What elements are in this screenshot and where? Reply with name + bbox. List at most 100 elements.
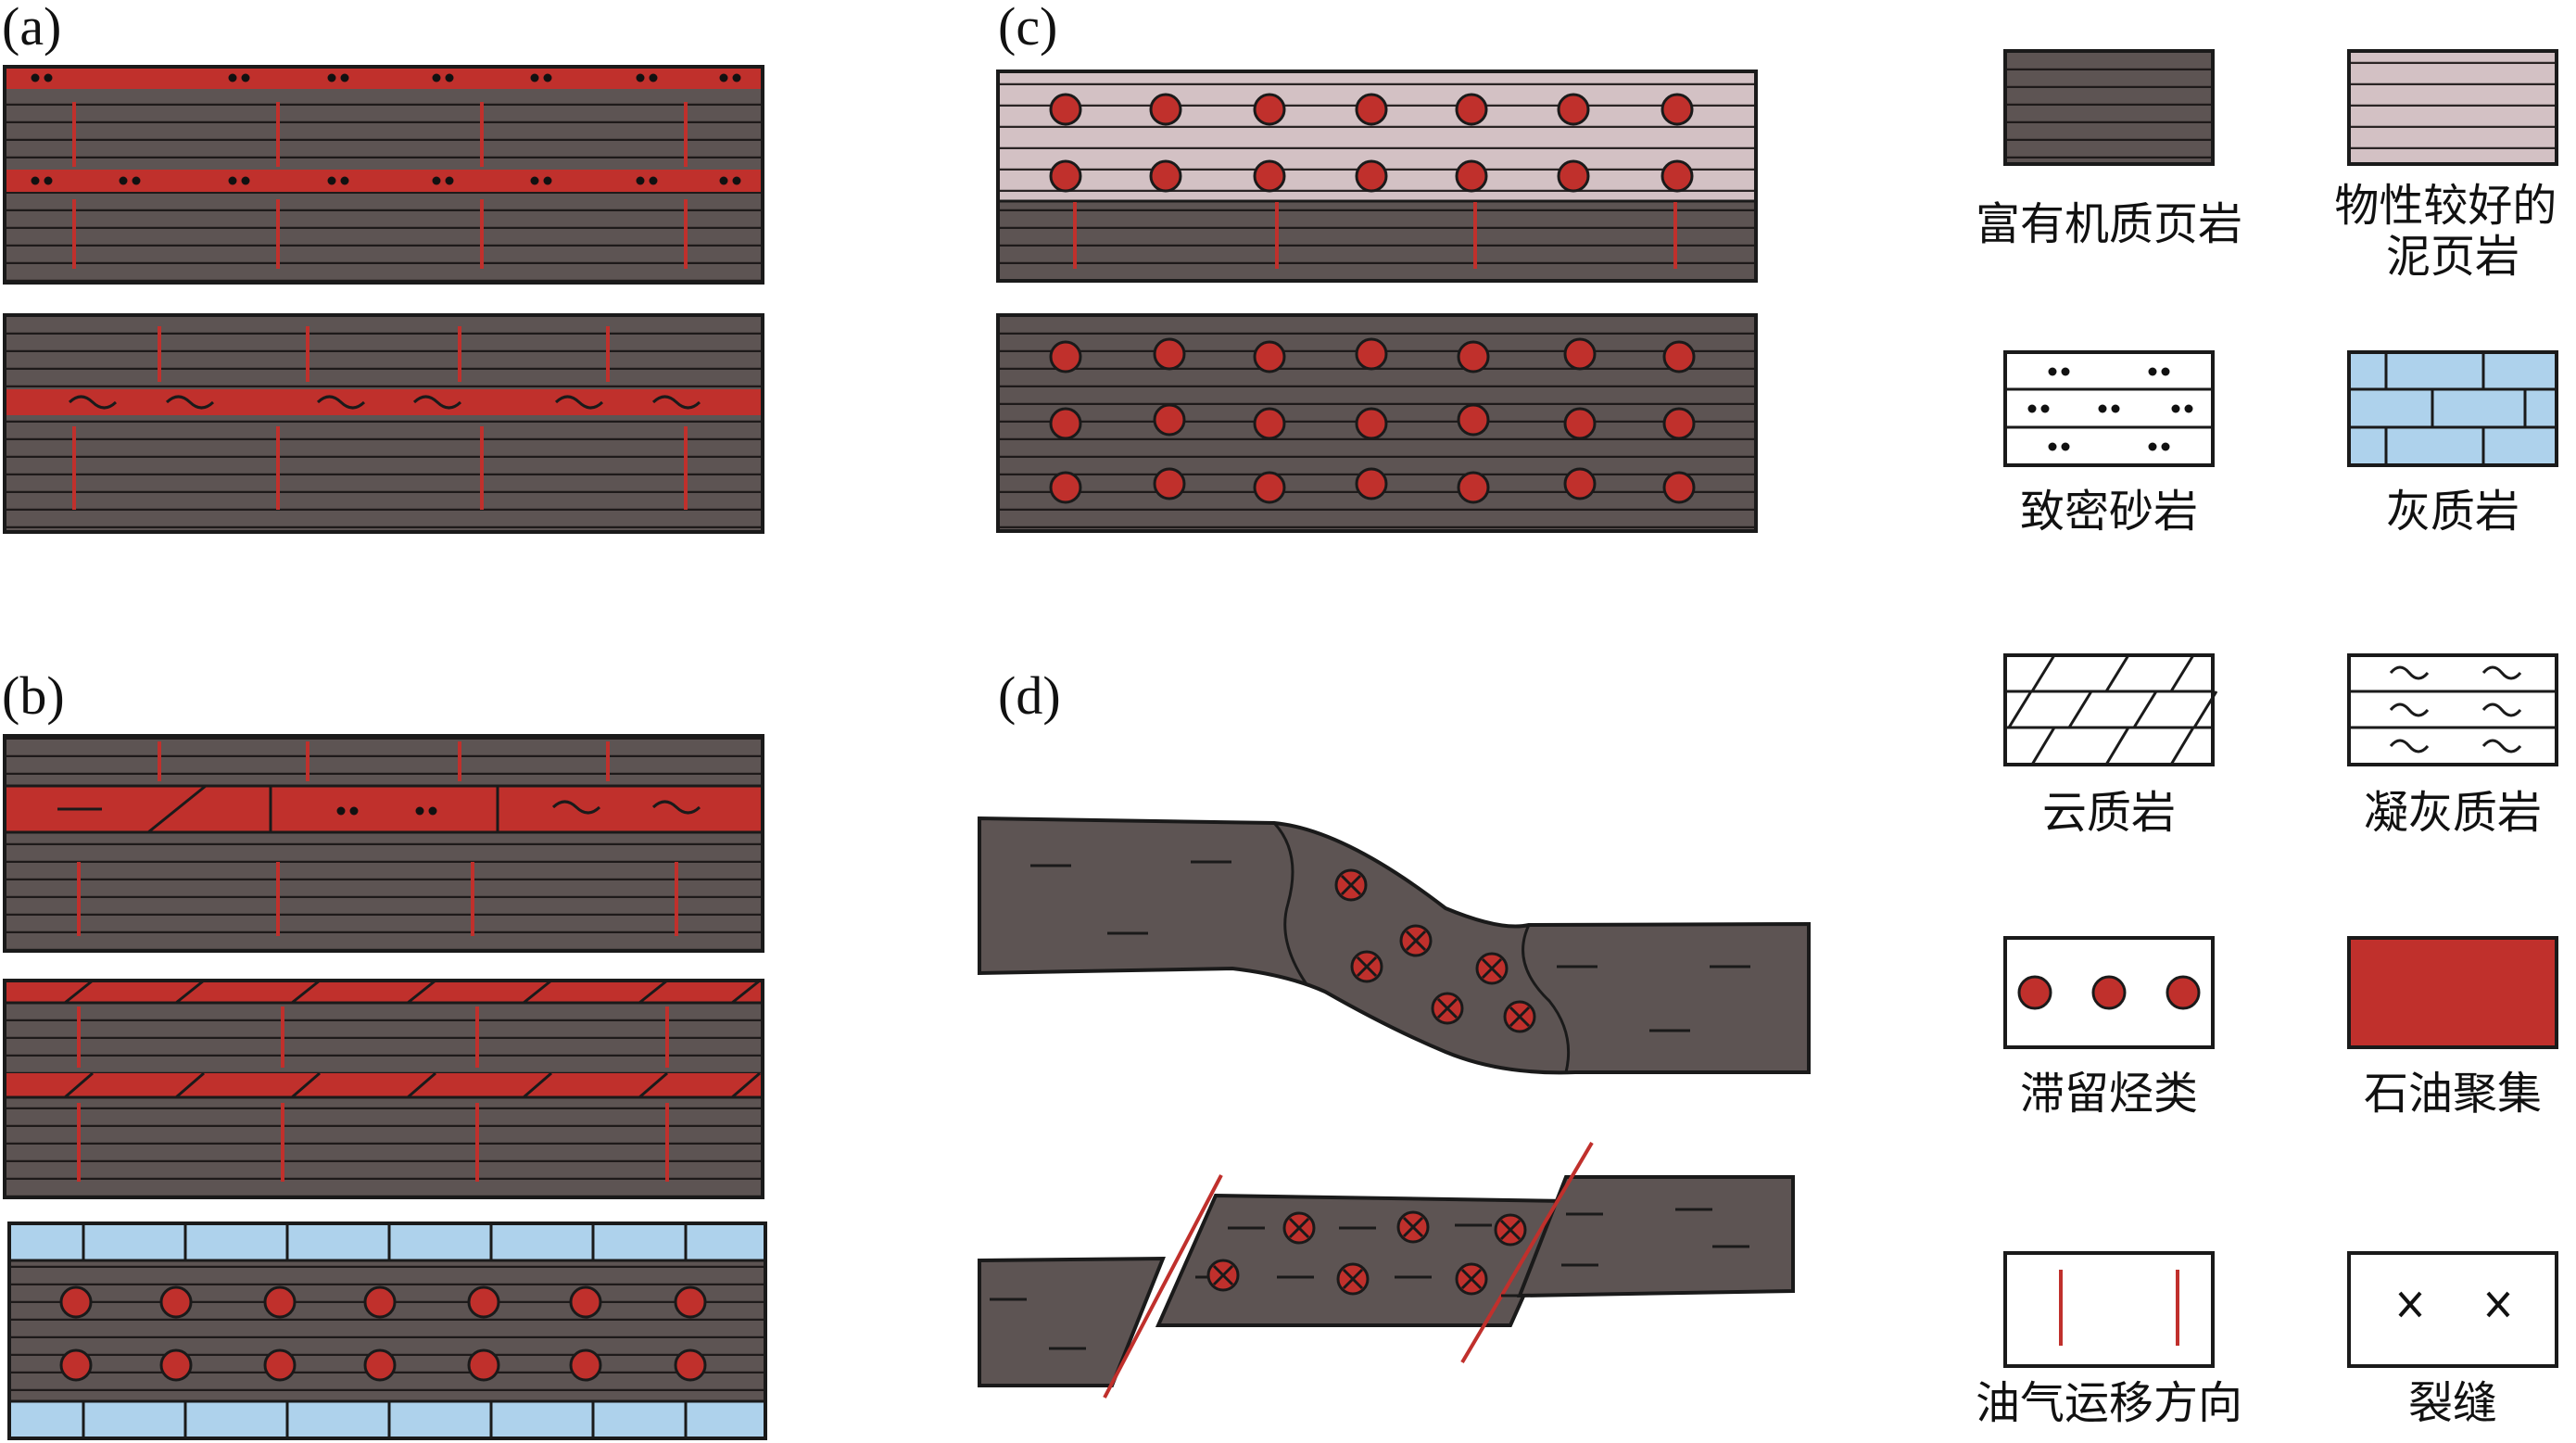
hydrocarbon-dot xyxy=(674,1348,707,1382)
hydrocarbon-dot xyxy=(1049,407,1082,440)
hydrocarbon-dot xyxy=(1563,337,1597,371)
dolomite-mark xyxy=(731,1071,761,1099)
sand-dot xyxy=(349,806,359,816)
tuff-mark xyxy=(412,395,462,410)
legend-label-dolomite: 云质岩 xyxy=(2042,787,2176,839)
fracture-hydrocarbon-mark xyxy=(1282,1211,1316,1245)
legend-item-fracture: 裂缝 xyxy=(2347,1251,2558,1429)
hydrocarbon-dot xyxy=(1355,159,1388,193)
legend-item-dolomite: 云质岩 xyxy=(2003,653,2218,839)
hydrocarbon-dot xyxy=(1253,407,1286,440)
hydrocarbon-dot xyxy=(363,1348,397,1382)
dolomite-mark xyxy=(64,1071,94,1099)
hydrocarbon-dot xyxy=(363,1285,397,1319)
hydrocarbon-dot xyxy=(467,1348,500,1382)
tuff-mark xyxy=(651,800,701,815)
sand-dot xyxy=(327,176,336,185)
hydrocarbon-dot xyxy=(1661,93,1694,126)
legend-label-fracture: 裂缝 xyxy=(2408,1377,2497,1429)
fracture-hydrocarbon-mark xyxy=(1399,924,1433,957)
hydrocarbon-dot xyxy=(263,1285,297,1319)
sand-dot xyxy=(530,73,539,82)
migration-lines xyxy=(77,1006,669,1182)
hydrocarbon-dot xyxy=(1153,337,1186,371)
tuff-mark xyxy=(2389,739,2430,753)
sand-dot xyxy=(415,806,424,816)
fracture-hydrocarbon-mark xyxy=(1206,1259,1240,1292)
hydrocarbon-dot xyxy=(674,1285,707,1319)
panel-c-block-bottom xyxy=(996,313,1758,533)
sand-dot xyxy=(2098,404,2107,413)
sand-dot xyxy=(530,176,539,185)
hydrocarbon-dot xyxy=(1049,159,1082,193)
dolomite-mark xyxy=(731,979,761,1005)
dolomite-mark xyxy=(638,979,668,1005)
legend-label-good-mudstone-line2: 泥页岩 xyxy=(2386,231,2519,283)
tuff-mark xyxy=(651,395,701,410)
dolomite-mark xyxy=(523,1071,552,1099)
tuff-mark xyxy=(551,800,601,815)
hydrocarbon-dot xyxy=(1049,340,1082,373)
tuff-mark xyxy=(2481,739,2522,753)
sand-dot xyxy=(2184,404,2193,413)
hydrocarbon-dot xyxy=(1457,471,1490,504)
dolomite-mark xyxy=(291,979,321,1005)
hydrocarbon-dot xyxy=(159,1285,193,1319)
legend-label-good-mudstone-line1: 物性较好的 xyxy=(2334,180,2557,232)
sand-dot xyxy=(119,176,128,185)
tuff-mark xyxy=(2481,703,2522,717)
panel-b: (b) xyxy=(2,665,767,1440)
sand-dot xyxy=(327,73,336,82)
fault-line xyxy=(1103,1174,1223,1399)
sand-dot xyxy=(31,176,40,185)
legend-label-good-mudstone: 物性较好的 泥页岩 xyxy=(2334,180,2570,283)
legend: 富有机质页岩 物性较好的 泥页岩 致密砂岩 灰质岩 xyxy=(1976,49,2570,1429)
hydrocarbon-dot xyxy=(59,1285,93,1319)
sand-dot xyxy=(228,73,237,82)
dolomite-mark xyxy=(291,1071,321,1099)
oil-dolomite-layer xyxy=(5,1073,763,1097)
oil-dolomite-layer xyxy=(5,981,763,1003)
dolomite-mark xyxy=(175,1071,205,1099)
sand-dot xyxy=(636,73,645,82)
migration-lines xyxy=(72,102,688,269)
hydrocarbon-dot xyxy=(1557,93,1590,126)
dolomite-mark xyxy=(407,979,436,1005)
legend-label-limestone: 灰质岩 xyxy=(2386,486,2519,538)
sand-dot xyxy=(649,176,658,185)
sand-dot xyxy=(44,73,53,82)
hydrocarbon-dot xyxy=(1253,340,1286,373)
tuff-mark xyxy=(2389,703,2430,717)
limestone-joints xyxy=(2349,352,2557,465)
legend-label-oil-accumulation: 石油聚集 xyxy=(2364,1068,2542,1120)
sand-dot xyxy=(132,176,141,185)
hydrocarbon-dot xyxy=(1153,403,1186,437)
sand-dot xyxy=(2048,367,2057,376)
tuff-mark xyxy=(554,395,604,410)
tuff-symbols xyxy=(2389,665,2522,753)
panel-b-block-3 xyxy=(7,1221,767,1440)
migration-lines xyxy=(1073,202,1677,269)
panel-b-block-1 xyxy=(3,734,764,953)
sand-dot xyxy=(732,73,741,82)
dolomite-symbols xyxy=(2007,654,2218,766)
sand-dot xyxy=(336,806,346,816)
hydrocarbon-dot xyxy=(1563,467,1597,500)
sand-dot xyxy=(2171,404,2180,413)
retained-hydrocarbon-dots xyxy=(1049,337,1696,504)
sand-dot xyxy=(2061,367,2070,376)
fault-line xyxy=(1460,1141,1594,1364)
panel-d: (d) xyxy=(978,665,1811,1399)
sand-dot xyxy=(2161,367,2170,376)
migration-lines xyxy=(72,326,688,510)
sand-dot xyxy=(636,176,645,185)
panel-b-block-2 xyxy=(3,979,764,1199)
oil-sandstone-layer xyxy=(5,67,763,89)
hydrocarbon-dot xyxy=(569,1285,602,1319)
sand-dot xyxy=(241,176,250,185)
hydrocarbon-dot xyxy=(2091,975,2127,1010)
fracture-hydrocarbon-mark xyxy=(1494,1213,1527,1247)
sandstone-dots xyxy=(2027,367,2193,451)
sandstone-dots xyxy=(336,806,437,816)
